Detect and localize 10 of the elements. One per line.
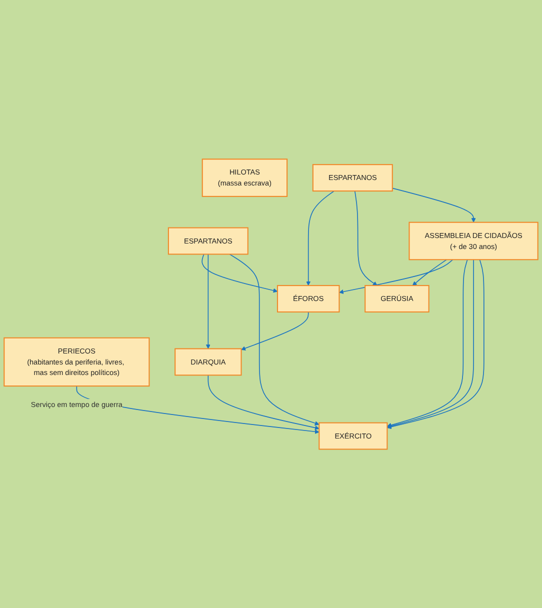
arrow	[306, 190, 335, 286]
arrow	[241, 311, 309, 350]
arrow	[208, 374, 320, 430]
arrow	[354, 190, 378, 286]
arrow	[206, 254, 210, 349]
arrow	[392, 188, 476, 222]
arrow	[339, 259, 454, 294]
arrow	[202, 254, 278, 293]
arrow	[412, 259, 447, 286]
arrow	[229, 254, 320, 426]
